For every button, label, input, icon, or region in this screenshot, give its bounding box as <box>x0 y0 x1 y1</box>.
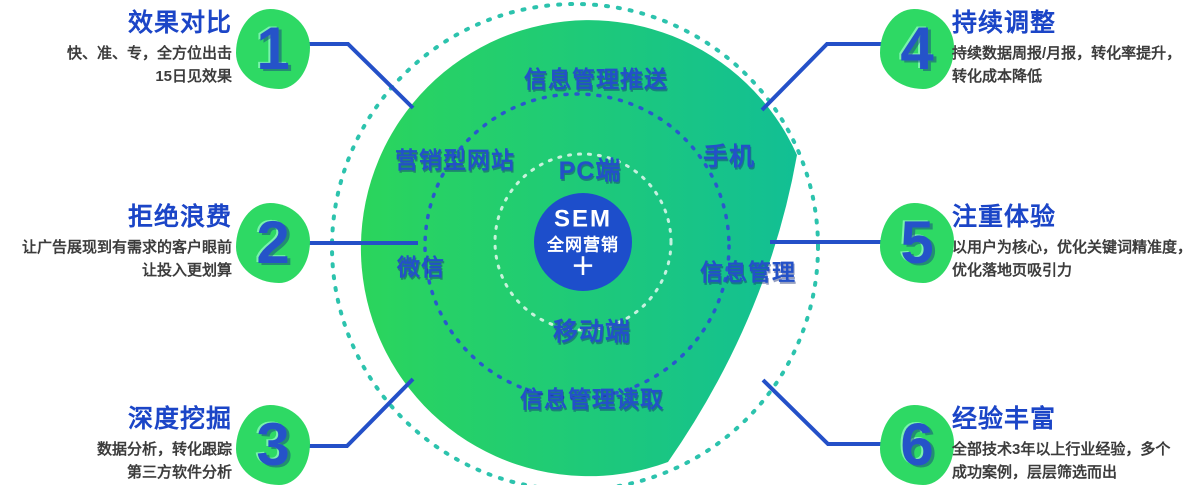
desc-line-2: 成功案例，层层筛选而出 <box>952 464 1118 482</box>
number-badge-5: 5 <box>880 203 954 283</box>
feature-no-waste: 拒绝浪费 让广告展现到有需求的客户眼前 让投入更划算 <box>0 202 232 283</box>
center-circle <box>534 193 632 291</box>
number-1: 1 <box>256 15 290 82</box>
feature-desc: 持续数据周报/月报，转化率提升， 转化成本降低 <box>952 42 1200 89</box>
number-6: 6 <box>900 411 934 478</box>
number-3: 3 <box>256 411 290 478</box>
ring-label-info-read: 信息管理读取 <box>520 386 664 412</box>
feature-desc: 以用户为核心，优化关键词精准度， 优化落地页吸引力 <box>952 236 1200 283</box>
feature-title: 深度挖掘 <box>127 405 232 433</box>
ring-label-marketing-site: 营销型网站 <box>395 147 515 173</box>
plus-icon: ＋ <box>571 253 595 281</box>
ring-label-mobile: 移动端 <box>552 318 632 346</box>
feature-rich-experience: 经验丰富 全部技术3年以上行业经验，多个 成功案例，层层筛选而出 <box>952 404 1200 485</box>
number-4: 4 <box>900 15 934 82</box>
number-badge-1: 1 <box>236 9 310 89</box>
desc-line-1: 持续数据周报/月报，转化率提升， <box>952 45 1182 62</box>
outer-dotted-circle <box>330 2 820 485</box>
feature-title: 持续调整 <box>952 9 1057 37</box>
ring-label-info-mgmt: 信息管理 <box>700 259 796 285</box>
number-2: 2 <box>256 209 290 276</box>
feature-title: 注重体验 <box>952 203 1057 231</box>
desc-line-1: 让广告展现到有需求的客户眼前 <box>21 239 232 256</box>
number-badge-4: 4 <box>880 9 954 89</box>
feature-desc: 快、准、专，全方位出击 15日见效果 <box>0 42 232 89</box>
desc-line-2: 15日见效果 <box>155 68 232 86</box>
feature-effect-compare: 效果对比 快、准、专，全方位出击 15日见效果 <box>0 8 232 89</box>
feature-continuous-adjust: 持续调整 持续数据周报/月报，转化率提升， 转化成本降低 <box>952 8 1200 89</box>
connector-1 <box>308 42 415 110</box>
desc-line-1: 数据分析，转化跟踪 <box>96 441 232 458</box>
feature-desc: 数据分析，转化跟踪 第三方软件分析 <box>0 438 232 485</box>
number-badge-2: 2 <box>236 203 310 283</box>
ring-label-phone: 手机 <box>702 143 756 171</box>
inner-dotted-circle <box>493 152 673 332</box>
connector-6 <box>761 378 888 446</box>
desc-line-1: 以用户为核心，优化关键词精准度， <box>952 239 1193 256</box>
center-circle-text: SEM 全网营销 ＋ <box>547 204 619 279</box>
feature-deep-mining: 深度挖掘 数据分析，转化跟踪 第三方软件分析 <box>0 404 232 485</box>
feature-title: 拒绝浪费 <box>127 203 232 231</box>
feature-title: 效果对比 <box>127 9 232 37</box>
feature-user-experience: 注重体验 以用户为核心，优化关键词精准度， 优化落地页吸引力 <box>952 202 1200 283</box>
desc-line-1: 快、准、专，全方位出击 <box>66 45 232 62</box>
desc-line-2: 转化成本降低 <box>952 68 1043 86</box>
ring-label-pc: PC端 <box>558 157 622 185</box>
number-5: 5 <box>900 209 934 276</box>
feature-desc: 全部技术3年以上行业经验，多个 成功案例，层层筛选而出 <box>952 438 1200 485</box>
desc-line-2: 第三方软件分析 <box>126 464 232 482</box>
center-subtitle: 全网营销 <box>547 235 619 255</box>
middle-dotted-circle <box>423 92 731 400</box>
ring-label-wechat: 微信 <box>397 254 445 280</box>
desc-line-2: 让投入更划算 <box>141 262 232 280</box>
desc-line-1: 全部技术3年以上行业经验，多个 <box>952 441 1171 458</box>
connector-3 <box>308 377 415 448</box>
connector-4 <box>760 42 888 112</box>
feature-title: 经验丰富 <box>952 405 1057 433</box>
center-title: SEM <box>553 205 612 233</box>
number-badge-3: 3 <box>236 405 310 485</box>
number-badge-6: 6 <box>880 405 954 485</box>
ring-label-info-push: 信息管理推送 <box>524 66 668 92</box>
feature-desc: 让广告展现到有需求的客户眼前 让投入更划算 <box>0 236 232 283</box>
desc-line-2: 优化落地页吸引力 <box>952 262 1073 280</box>
connector-lines <box>306 42 888 448</box>
